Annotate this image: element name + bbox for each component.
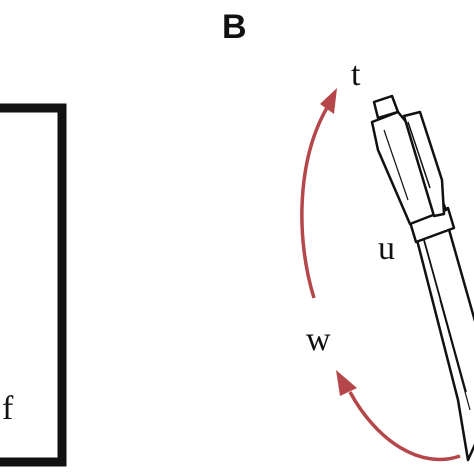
label-u: u — [378, 230, 395, 267]
panel-label: B — [222, 8, 247, 46]
label-f: f — [2, 390, 14, 427]
curved-arrow-left-icon — [336, 370, 461, 462]
curved-arrow-up-icon — [300, 88, 337, 299]
label-w: w — [306, 321, 331, 358]
frame-outline — [0, 103, 67, 467]
pen-icon — [370, 94, 474, 462]
label-t: t — [351, 56, 361, 93]
